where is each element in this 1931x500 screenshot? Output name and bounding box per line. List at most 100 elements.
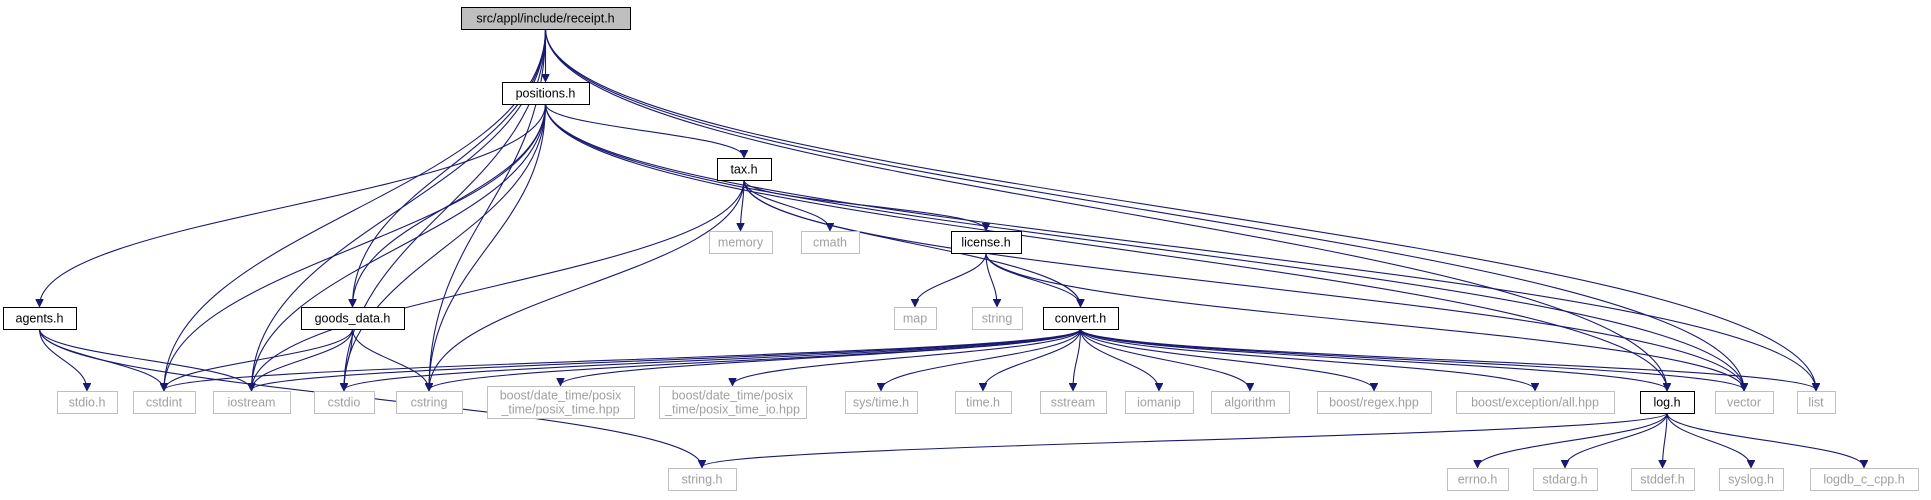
node-label: stddef.h — [1640, 473, 1685, 487]
node-license[interactable]: license.h — [951, 231, 1022, 254]
node-box — [659, 386, 807, 419]
node-syslog[interactable]: syslog.h — [1719, 468, 1784, 491]
node-label: stdarg.h — [1542, 473, 1587, 487]
edge-goods_data-to-iostream — [252, 328, 354, 390]
node-posix-time-io[interactable]: boost/date_time/posix_time/posix_time_io… — [659, 386, 807, 419]
node-box — [1043, 307, 1119, 330]
node-box — [1797, 391, 1836, 414]
edge-line — [983, 328, 1082, 390]
edge-receipt-to-log — [544, 28, 1668, 390]
node-box — [133, 391, 196, 414]
node-errno[interactable]: errno.h — [1447, 468, 1509, 491]
edge-receipt-to-list — [544, 28, 1817, 390]
node-algorithm[interactable]: algorithm — [1211, 391, 1290, 414]
edge-log-to-string_h — [702, 412, 1668, 467]
node-box — [487, 386, 635, 419]
edge-line — [985, 252, 1081, 306]
edge-receipt-to-goods_data — [353, 28, 547, 306]
node-label: agents.h — [16, 312, 64, 326]
edge-convert-to-time_h — [983, 328, 1082, 390]
edge-line — [252, 28, 547, 390]
edge-convert-to-posix_time_io — [733, 328, 1082, 385]
edge-line — [40, 103, 547, 306]
node-time-h[interactable]: time.h — [955, 391, 1012, 414]
edge-line — [164, 103, 547, 390]
edge-line — [1565, 412, 1668, 467]
edge-convert-to-cstdio — [344, 328, 1082, 390]
edge-line — [1079, 328, 1668, 390]
node-box — [1040, 391, 1107, 414]
edge-log-to-stdarg — [1565, 412, 1668, 467]
edge-goods_data-to-cstring — [351, 328, 430, 390]
edge-tax-to-cstring — [429, 179, 745, 390]
node-iomanip[interactable]: iomanip — [1125, 391, 1194, 414]
node-stdio-h[interactable]: stdio.h — [57, 391, 118, 414]
node-receipt[interactable]: src/appl/include/receipt.h — [461, 7, 631, 30]
edge-receipt-to-iostream — [252, 28, 547, 390]
node-box — [801, 231, 860, 254]
edge-tax-to-license — [743, 179, 986, 230]
node-cstring[interactable]: cstring — [396, 391, 463, 414]
node-map[interactable]: map — [894, 307, 937, 330]
node-box — [57, 391, 118, 414]
node-string[interactable]: string — [972, 307, 1023, 330]
node-cmath[interactable]: cmath — [801, 231, 860, 254]
edge-license-to-map — [915, 252, 987, 306]
edge-line — [1073, 328, 1082, 390]
node-box — [1640, 391, 1695, 414]
node-box — [1631, 468, 1695, 491]
node-iostream[interactable]: iostream — [213, 391, 291, 414]
edge-license-to-vector — [985, 252, 1744, 390]
node-sstream[interactable]: sstream — [1040, 391, 1107, 414]
edge-positions-to-cstdint — [164, 103, 547, 390]
node-box — [213, 391, 291, 414]
node-cstdio[interactable]: cstdio — [314, 391, 375, 414]
node-memory[interactable]: memory — [709, 231, 773, 254]
edge-log-to-logdb — [1666, 412, 1864, 467]
node-logdb[interactable]: logdb_c_cpp.h — [1810, 468, 1919, 491]
edge-convert-to-list — [1079, 328, 1817, 390]
edge-line — [344, 103, 547, 390]
edge-positions-to-agents — [40, 103, 547, 306]
edge-line — [544, 28, 1745, 390]
node-positions[interactable]: positions.h — [502, 82, 590, 105]
node-goods-data[interactable]: goods_data.h — [301, 307, 405, 330]
edge-convert-to-algorithm — [1079, 328, 1251, 390]
node-string-h[interactable]: string.h — [668, 468, 737, 491]
node-agents[interactable]: agents.h — [3, 307, 77, 330]
node-log[interactable]: log.h — [1640, 391, 1695, 414]
edge-line — [1663, 412, 1668, 467]
node-label: time.h — [966, 396, 1000, 410]
node-list[interactable]: list — [1797, 391, 1836, 414]
node-label: cstdio — [328, 396, 361, 410]
edge-log-to-syslog — [1666, 412, 1751, 467]
edge-positions-to-cstring — [429, 103, 547, 390]
edge-line — [1666, 412, 1864, 467]
node-cstdint[interactable]: cstdint — [133, 391, 196, 414]
node-box — [951, 231, 1022, 254]
node-box — [396, 391, 463, 414]
node-label: vector — [1727, 396, 1761, 410]
edge-line — [1079, 328, 1375, 390]
node-label: list — [1808, 396, 1824, 410]
node-box — [1715, 391, 1774, 414]
node-stddef[interactable]: stddef.h — [1631, 468, 1695, 491]
edge-tax-to-cmath — [743, 179, 830, 230]
node-tax[interactable]: tax.h — [717, 158, 772, 181]
node-posix-time[interactable]: boost/date_time/posix_time/posix_time.hp… — [487, 386, 635, 419]
node-regex[interactable]: boost/regex.hpp — [1317, 391, 1432, 414]
node-exception[interactable]: boost/exception/all.hpp — [1456, 391, 1615, 414]
node-label: log.h — [1653, 396, 1680, 410]
node-stdarg[interactable]: stdarg.h — [1533, 468, 1598, 491]
edge-line — [544, 103, 745, 157]
edge-convert-to-sys_time — [881, 328, 1082, 390]
edge-license-to-convert — [985, 252, 1081, 306]
node-box — [1317, 391, 1432, 414]
edge-convert-to-iostream — [252, 328, 1082, 390]
node-box — [1447, 468, 1509, 491]
node-label: src/appl/include/receipt.h — [476, 12, 614, 26]
node-convert[interactable]: convert.h — [1043, 307, 1119, 330]
node-sys-time[interactable]: sys/time.h — [845, 391, 918, 414]
edge-line — [544, 103, 1745, 390]
node-vector[interactable]: vector — [1715, 391, 1774, 414]
